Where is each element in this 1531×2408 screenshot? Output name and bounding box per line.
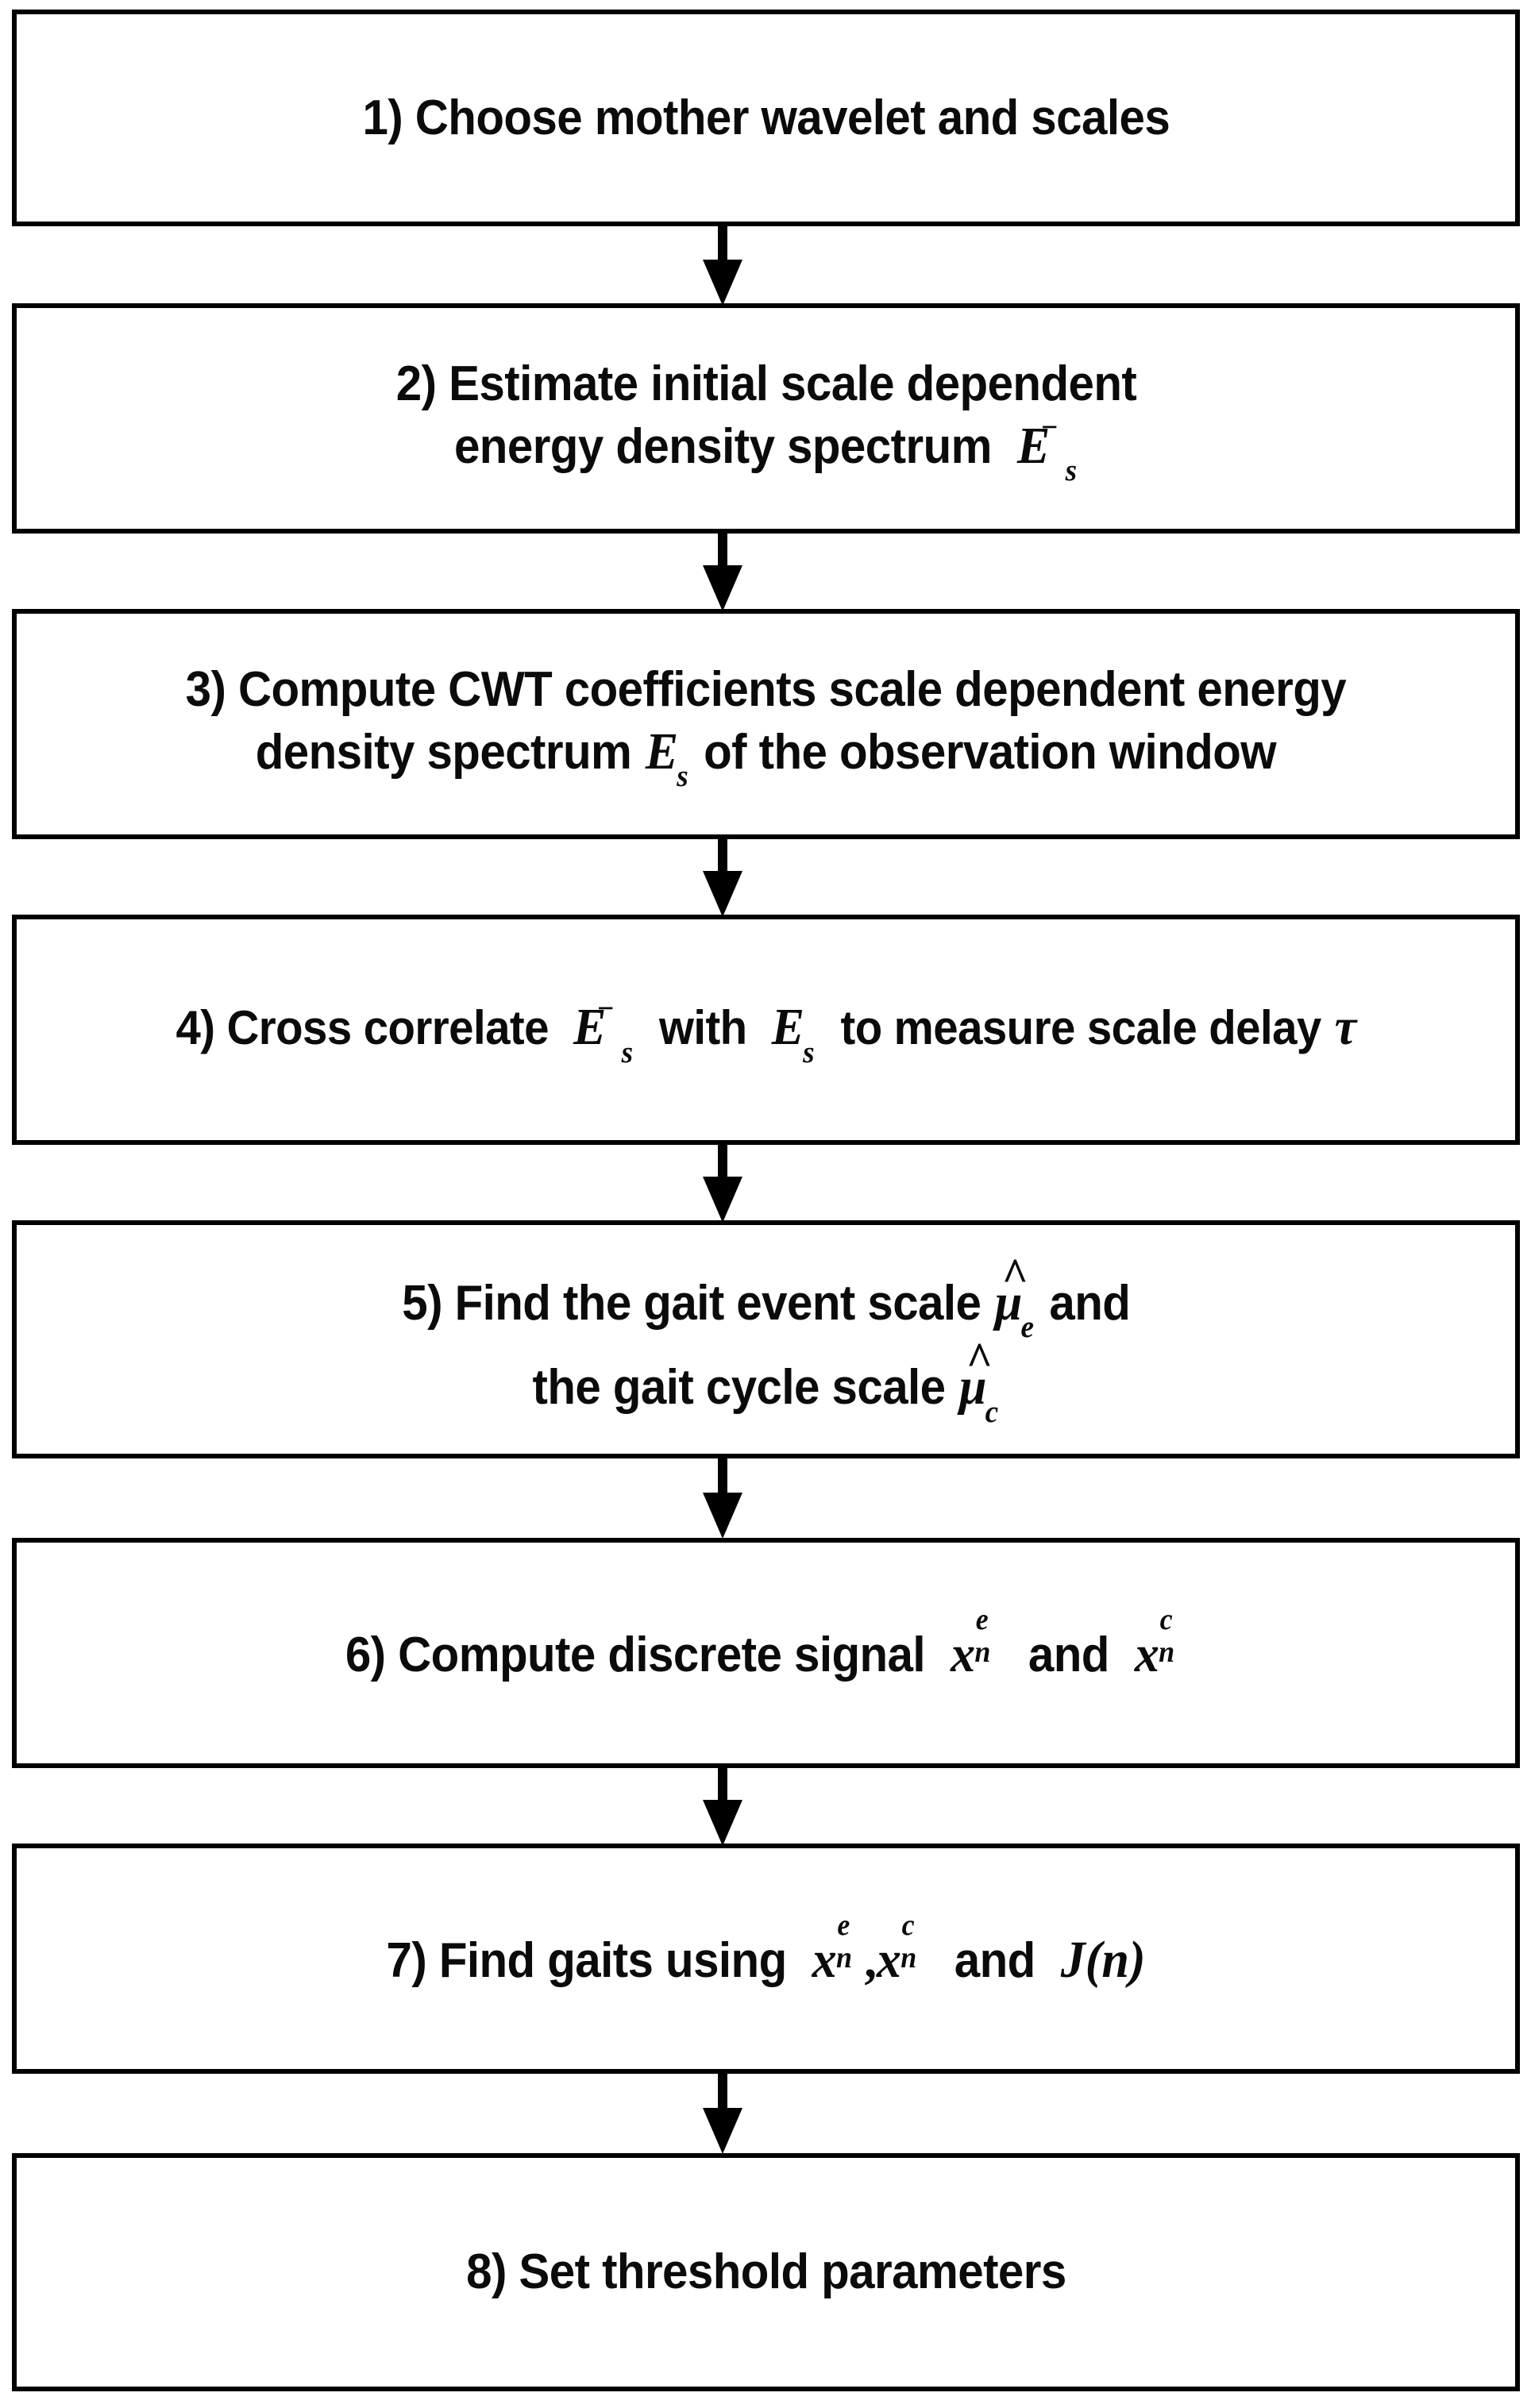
math-tau: τ: [1334, 997, 1356, 1056]
step-2-line-2-pre: energy density spectrum: [453, 418, 992, 474]
math-mu-hat-e: ^μe: [994, 1249, 1034, 1345]
step-7-mid: and: [954, 1933, 1035, 1989]
step-8-text: 8) Set threshold parameters: [446, 2242, 1086, 2302]
arrow-stem: [718, 1768, 727, 1802]
step-5-line-2-pre: the gait cycle scale: [532, 1359, 946, 1415]
flowchart-step-3: 3) Compute CWT coefficients scale depend…: [12, 609, 1520, 839]
arrow-head: [703, 1800, 742, 1846]
arrow-head: [703, 1177, 742, 1223]
connector-arrow-3-to-4: [695, 839, 750, 917]
connector-arrow-7-to-8: [695, 2074, 750, 2154]
step-5-line-1-pre: 5) Find the gait event scale: [401, 1275, 981, 1331]
connector-arrow-1-to-2: [695, 226, 750, 306]
flowchart-step-5: 5) Find the gait event scale ^μe and the g…: [12, 1220, 1520, 1458]
step-1-text: 1) Choose mother wavelet and scales: [343, 88, 1190, 148]
connector-arrow-4-to-5: [695, 1145, 750, 1223]
connector-arrow-6-to-7: [695, 1768, 750, 1846]
arrow-stem: [718, 226, 727, 262]
step-1-line-1: 1) Choose mother wavelet and scales: [362, 90, 1170, 145]
arrow-head: [703, 565, 742, 611]
arrow-stem: [718, 534, 727, 568]
arrow-stem: [718, 1145, 727, 1179]
connector-arrow-5-to-6: [695, 1458, 750, 1539]
step-3-text: 3) Compute CWT coefficients scale depend…: [166, 660, 1365, 794]
math-Es: Es: [771, 997, 815, 1069]
math-J-of-n: J(n): [1060, 1931, 1146, 1990]
step-3-line-2-post: of the observation window: [704, 724, 1277, 780]
step-6-mid: and: [1028, 1628, 1109, 1683]
step-2-text: 2) Estimate initial scale dependent ener…: [376, 354, 1155, 488]
math-Es-minus: E−s: [573, 991, 633, 1069]
step-3-line-2-pre: density spectrum: [255, 724, 632, 780]
math-Es-minus: E−s: [1016, 409, 1077, 488]
step-5-line-1-post: and: [1049, 1275, 1131, 1331]
arrow-head: [703, 871, 742, 917]
step-5-text: 5) Find the gait event scale ^μe and the g…: [383, 1249, 1150, 1429]
math-comma: ,: [864, 1931, 877, 1990]
step-7-pre: 7) Find gaits using: [386, 1933, 787, 1989]
step-4-post: to measure scale delay: [840, 1000, 1321, 1054]
math-mu-hat-c: ^μc: [958, 1333, 998, 1429]
hat-accent-icon: ^: [1001, 1249, 1028, 1303]
math-Es: Es: [645, 722, 688, 794]
arrow-stem: [718, 2074, 727, 2110]
flowchart-step-4: 4) Cross correlate E−s with Es to measure sc…: [12, 915, 1520, 1145]
step-8-line-1: 8) Set threshold parameters: [465, 2244, 1066, 2300]
arrow-stem: [718, 839, 727, 873]
hat-accent-icon: ^: [966, 1333, 993, 1387]
flowchart-step-1: 1) Choose mother wavelet and scales: [12, 10, 1520, 226]
step-6-pre: 6) Compute discrete signal: [345, 1628, 926, 1683]
step-4-mid: with: [658, 1000, 747, 1054]
arrow-head: [703, 2108, 742, 2154]
flowchart-step-2: 2) Estimate initial scale dependent ener…: [12, 303, 1520, 534]
step-3-line-1: 3) Compute CWT coefficients scale depend…: [185, 661, 1347, 717]
arrow-stem: [718, 1458, 727, 1495]
arrow-head: [703, 1493, 742, 1539]
arrow-head: [703, 260, 742, 306]
step-2-line-1: 2) Estimate initial scale dependent: [395, 356, 1136, 411]
step-4-text: 4) Cross correlate E−s with Es to measure sc…: [156, 991, 1376, 1069]
flowchart-step-8: 8) Set threshold parameters: [12, 2153, 1520, 2391]
step-4-pre: 4) Cross correlate: [175, 1000, 549, 1054]
connector-arrow-2-to-3: [695, 534, 750, 611]
